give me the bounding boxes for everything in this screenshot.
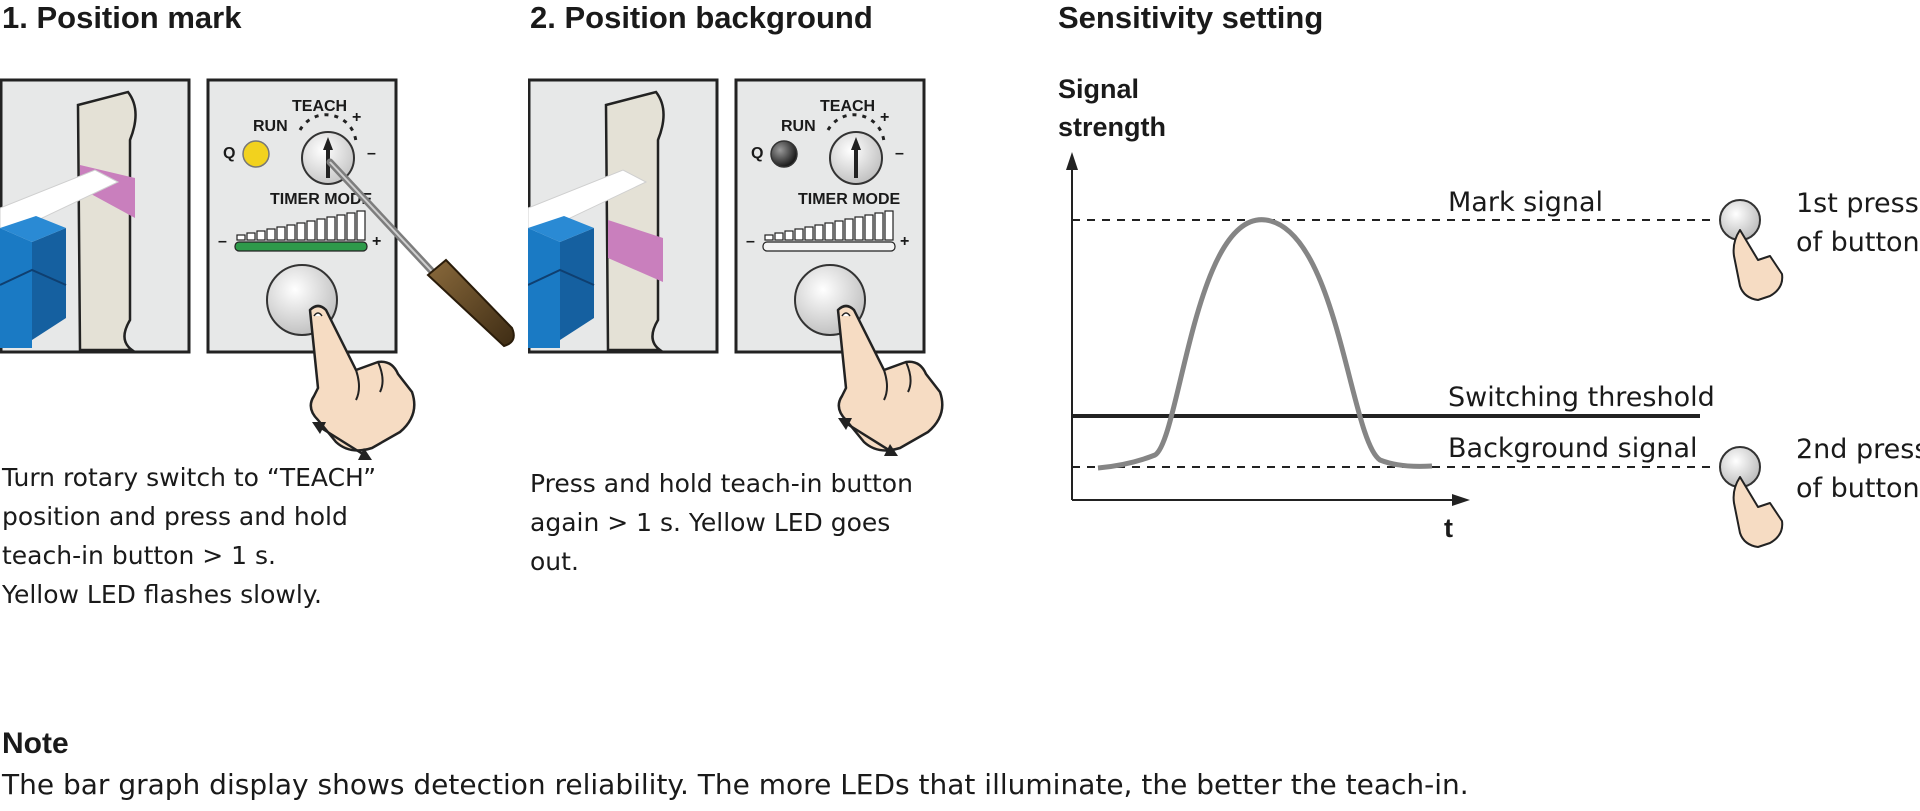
first-press-label-line2: of button: [1796, 227, 1920, 258]
mark-signal-label: Mark signal: [1448, 187, 1603, 218]
teach-label: TEACH: [292, 98, 347, 115]
step2-title: 2. Position background: [530, 0, 873, 35]
move-arrow-icon: [312, 422, 372, 460]
yellow-led-icon: [242, 140, 270, 168]
timer-mode-label: TIMER MODE: [270, 191, 373, 208]
hand-icon: [836, 304, 944, 452]
step1-illustration: TEACH RUN Q + – TIMER MODE – +: [0, 78, 515, 460]
chart-axes: [1066, 152, 1470, 506]
q-label: Q: [223, 145, 235, 162]
first-press-hand-icon: [1719, 199, 1784, 301]
bar-plus-label: +: [372, 233, 381, 250]
control-panel-1: TEACH RUN Q + – TIMER MODE – +: [206, 78, 398, 354]
minus-label: –: [895, 145, 904, 162]
second-press-hand-icon: [1719, 446, 1784, 548]
timer-mode-label: TIMER MODE: [798, 191, 901, 208]
sensitivity-diagram: Signal strength t Mark signal Switching …: [1058, 74, 1920, 548]
led-bar-graph-icon: [236, 210, 366, 241]
note-title: Note: [2, 727, 69, 760]
second-press-label-line2: of button: [1796, 473, 1920, 504]
hand-icon: [308, 304, 416, 452]
bar-minus-label: –: [218, 233, 227, 250]
bar-minus-label: –: [746, 233, 755, 250]
second-press-label-line1: 2nd press: [1796, 434, 1920, 465]
note-text: The bar graph display shows detection re…: [2, 768, 1469, 801]
step1-title: 1. Position mark: [2, 0, 242, 35]
signal-curve: [1097, 217, 1433, 471]
control-panel-2: TEACH RUN Q + – TIMER MODE – +: [734, 78, 926, 354]
step2-description: Press and hold teach-in button again > 1…: [530, 469, 913, 576]
led-bar-graph-icon: [764, 210, 894, 241]
bar-plus-label: +: [900, 233, 909, 250]
teach-label: TEACH: [820, 98, 875, 115]
screwdriver-icon: [326, 158, 515, 348]
run-label: RUN: [781, 118, 816, 135]
x-axis-label: t: [1444, 513, 1453, 543]
plus-label: +: [352, 109, 361, 126]
background-signal-label: Background signal: [1448, 433, 1698, 464]
q-label: Q: [751, 145, 763, 162]
step1-description: Turn rotary switch to “TEACH” position a…: [2, 463, 377, 609]
switching-threshold-label: Switching threshold: [1448, 382, 1715, 413]
sensor-scene-2: [528, 78, 719, 354]
move-arrow-icon: [838, 418, 898, 456]
minus-label: –: [367, 145, 376, 162]
y-axis-label-line1: Signal: [1058, 74, 1139, 104]
sensor-scene-1: [0, 78, 191, 354]
unlit-bar-leds: [762, 241, 896, 252]
run-label: RUN: [253, 118, 288, 135]
first-press-label-line1: 1st press: [1796, 188, 1919, 219]
green-bar-leds: [234, 241, 368, 252]
sensitivity-title: Sensitivity setting: [1058, 0, 1324, 35]
y-axis-label-line2: strength: [1058, 112, 1166, 142]
led-off-icon: [770, 140, 798, 168]
plus-label: +: [880, 109, 889, 126]
step2-illustration: TEACH RUN Q + – TIMER MODE – +: [528, 78, 944, 456]
